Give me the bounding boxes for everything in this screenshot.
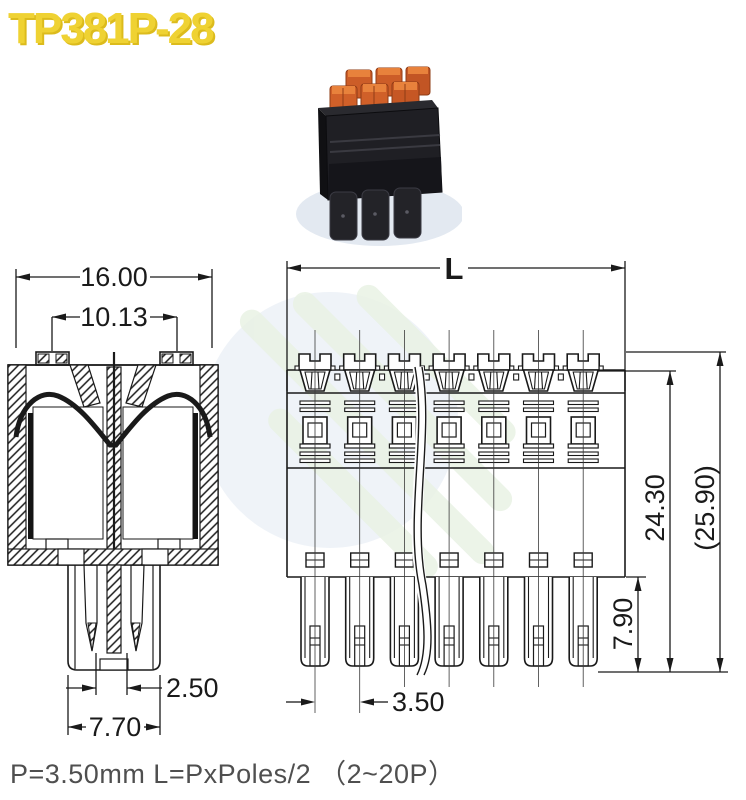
dim-inner-span [51,313,178,351]
dim-length [286,261,626,391]
dim-label-pin-length: 7.90 [608,598,638,651]
dim-label-pitch: 3.50 [392,687,445,717]
pole-unit [517,330,564,687]
formula-note: P=3.50mm L=PxPoles/2 （2~20P） [10,759,456,789]
dim-label-inner-span: 10.13 [80,302,148,332]
break-line [411,366,433,678]
pole-unit [294,330,341,713]
section-housing [7,351,219,671]
pole-unit [473,330,520,687]
dim-pin-length [598,576,728,673]
dim-label-height-overall: (25.90) [690,465,720,551]
dim-height-front [598,370,676,672]
dim-label-length: L [445,255,464,286]
dim-base-width [67,675,161,735]
dim-label-tip-spacing: 2.50 [166,673,219,703]
photo-plug-legs [329,187,422,241]
dim-pitch [286,698,388,706]
dim-tip-spacing [66,653,162,695]
spring-clamp [13,392,213,448]
page-title: TP381P-28 [8,4,215,53]
dim-label-base-width: 7.70 [89,712,142,742]
dim-total-width [15,269,213,348]
dim-label-total-width: 16.00 [80,262,148,292]
product-photo [296,66,462,246]
pole-unit [428,330,475,687]
dim-label-height-front: 24.30 [640,474,670,542]
photo-housing [318,100,443,201]
pole-unit [562,330,604,687]
dim-height-overall [626,351,726,672]
pole-units [294,330,604,713]
pole-unit [339,330,386,713]
cross-section-view: 16.00 10.13 [7,262,219,742]
side-view: L [286,255,728,717]
